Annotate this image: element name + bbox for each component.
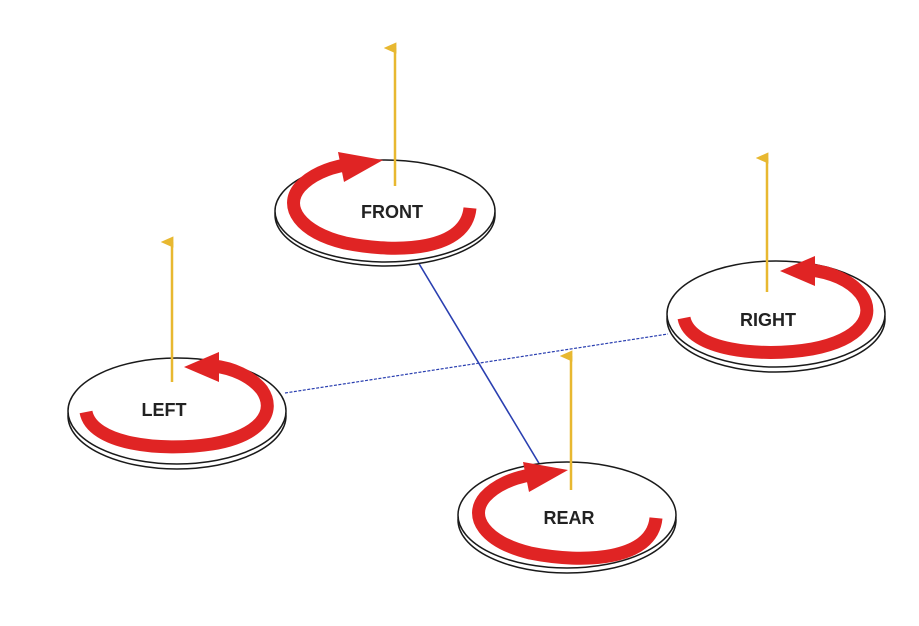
left-right-arm	[284, 333, 669, 394]
counterclockwise-rotation-arrow-icon	[677, 256, 874, 359]
rotor-label-right: RIGHT	[740, 310, 796, 330]
rotor-front: FRONT	[274, 42, 496, 267]
clockwise-rotation-arrow-icon	[472, 462, 663, 565]
rotor-label-rear: REAR	[543, 508, 594, 528]
rotor-label-front: FRONT	[361, 202, 423, 222]
rotor-rear: REAR	[457, 350, 677, 574]
rotor-label-left: LEFT	[142, 400, 187, 420]
rotor-left: LEFT	[67, 236, 287, 470]
clockwise-rotation-arrow-icon	[287, 152, 477, 255]
counterclockwise-rotation-arrow-icon	[79, 352, 274, 454]
rotor-right: RIGHT	[666, 152, 886, 373]
